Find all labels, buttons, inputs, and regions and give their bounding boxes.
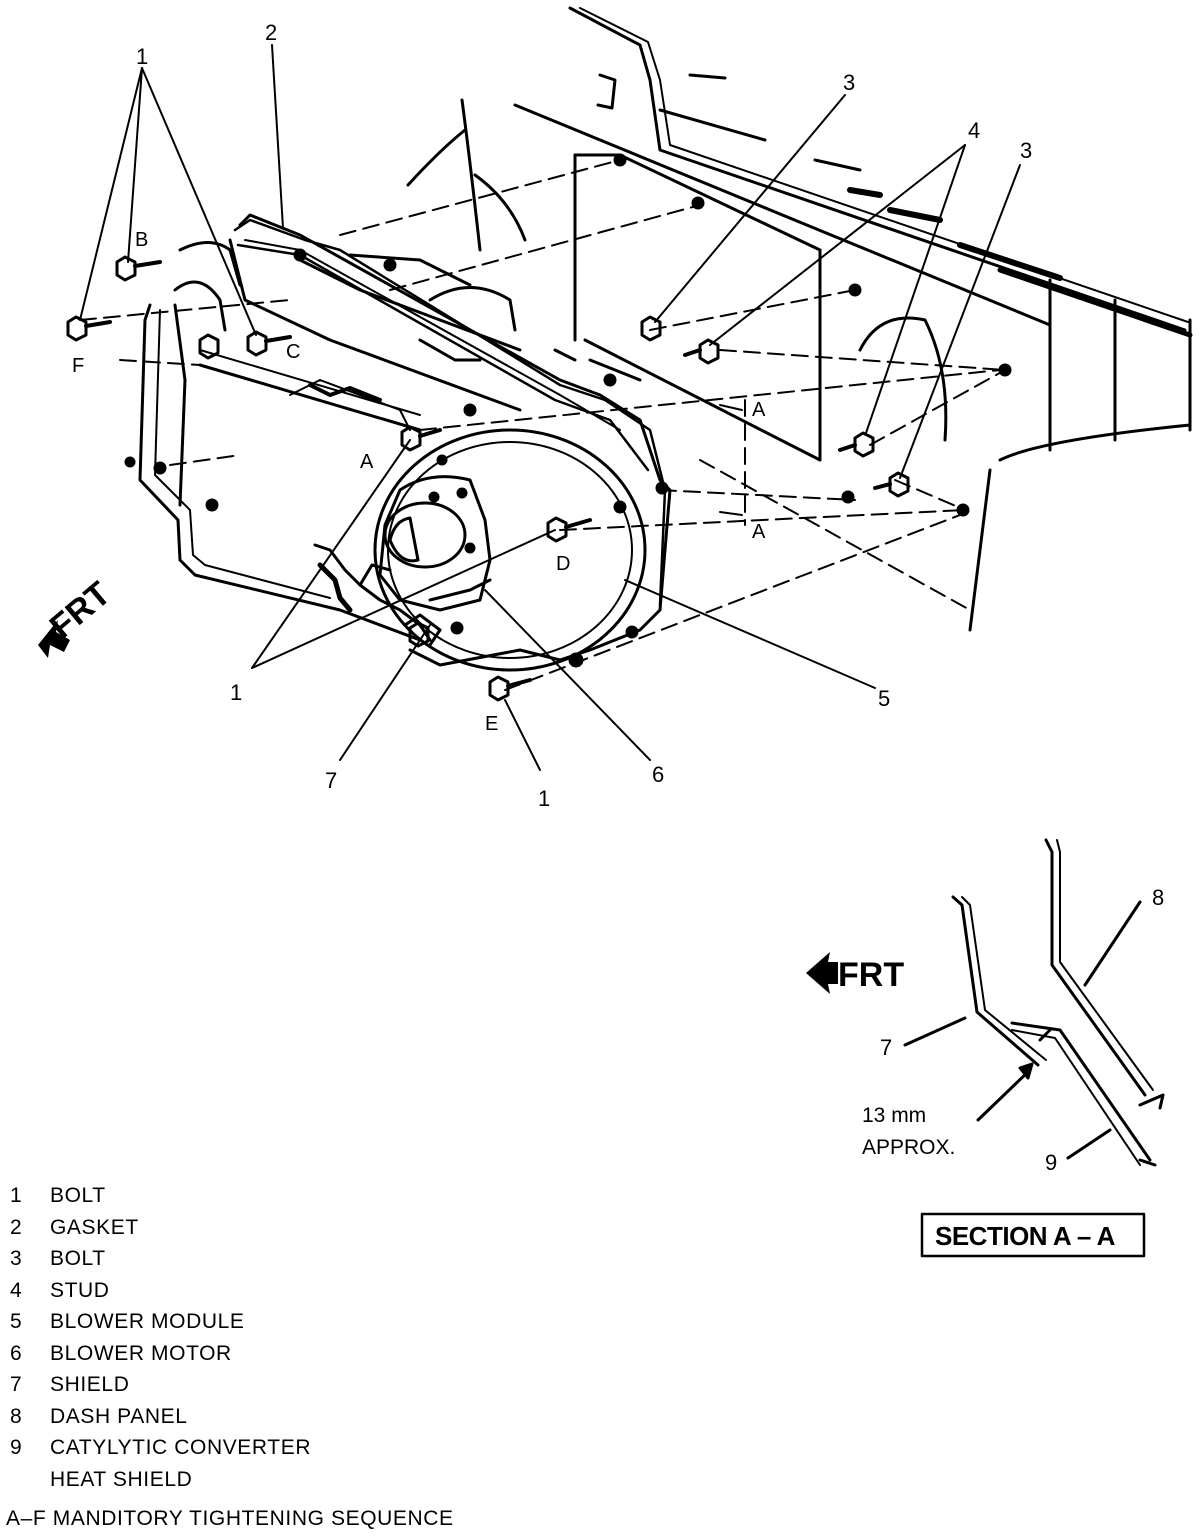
dash-panel-structure — [406, 6, 1193, 632]
blower-motor — [373, 428, 647, 672]
legend-number: 5 — [10, 1310, 22, 1333]
sequence-letter-d: D — [556, 553, 570, 575]
legend-number: 7 — [10, 1373, 22, 1396]
diagram-labels: 1 2 3 4 3 1 5 7 1 6 B F C A D E A A FRT … — [43, 20, 1165, 1251]
legend-item: 2 GASKET — [6, 1212, 526, 1244]
sequence-letter-c: C — [286, 341, 300, 363]
callout-6: 6 — [652, 762, 664, 787]
sequence-letter-b: B — [135, 229, 148, 251]
legend-label: GASKET — [50, 1215, 139, 1239]
callout-7: 7 — [325, 768, 337, 793]
legend-number: 8 — [10, 1404, 22, 1428]
legend-item: 8 DASH PANEL — [6, 1401, 526, 1433]
sequence-letter-a: A — [360, 451, 374, 473]
legend-label: BOLT — [50, 1247, 106, 1270]
section-callout-8: 8 — [1152, 885, 1164, 910]
callout-1-top: 1 — [136, 44, 148, 69]
callout-1-bottom: 1 — [538, 786, 550, 811]
gap-value: 13 mm — [862, 1104, 926, 1127]
sequence-letter-f: F — [72, 355, 84, 377]
fasteners — [66, 153, 1012, 702]
gap-note: APPROX. — [862, 1136, 955, 1159]
section-a-a-detail — [903, 838, 1165, 1167]
section-marker-a-lower: A — [752, 521, 766, 543]
section-callout-7: 7 — [880, 1035, 892, 1060]
callout-5: 5 — [878, 686, 890, 711]
frt-label-section: FRT — [838, 956, 904, 994]
legend-number: 3 — [10, 1247, 22, 1270]
callout-1-lower: 1 — [230, 680, 242, 705]
legend-item: 7 SHIELD — [6, 1369, 526, 1401]
legend-item: 3 BOLT — [6, 1243, 526, 1275]
legend-label: HEAT SHIELD — [50, 1467, 193, 1491]
section-marker-a-upper: A — [752, 399, 766, 421]
legend-label: CATYLYTIC CONVERTER — [50, 1436, 312, 1459]
legend-number — [6, 1464, 50, 1496]
tightening-sequence-note: A–F MANDITORY TIGHTENING SEQUENCE — [6, 1507, 454, 1530]
legend-number: 1 — [10, 1184, 22, 1207]
legend-label: DASH PANEL — [50, 1404, 188, 1428]
legend-item: 6 BLOWER MOTOR — [6, 1338, 526, 1370]
legend-number: 6 — [10, 1341, 22, 1365]
blower-module-housing — [138, 213, 672, 667]
legend-label: STUD — [50, 1278, 110, 1302]
legend-label: SHIELD — [50, 1373, 130, 1396]
legend-label: BLOWER MOTOR — [50, 1341, 232, 1365]
legend-number: 4 — [10, 1278, 22, 1302]
callout-4-top: 4 — [968, 118, 980, 143]
section-title-box — [920, 1212, 1146, 1258]
callout-3-right: 3 — [1020, 138, 1032, 163]
callout-2-top: 2 — [265, 20, 277, 45]
frt-arrow-section — [806, 952, 838, 994]
legend-number: 2 — [10, 1215, 22, 1239]
leader-lines — [79, 44, 1021, 771]
section-callout-9: 9 — [1045, 1150, 1057, 1175]
legend-item: 9 CATYLYTIC CONVERTER — [6, 1432, 526, 1464]
alignment-lines — [79, 159, 1006, 691]
legend-item: 4 STUD — [6, 1275, 526, 1307]
frt-arrow-main — [38, 620, 70, 658]
section-title: SECTION A – A — [935, 1221, 1116, 1251]
legend-label: BLOWER MODULE — [50, 1310, 245, 1333]
gasket — [233, 218, 667, 607]
legend-label: BOLT — [50, 1184, 106, 1207]
sequence-letter-e: E — [485, 713, 498, 735]
callout-3-top: 3 — [843, 70, 855, 95]
legend-item: 1 BOLT — [6, 1180, 526, 1212]
legend-item: HEAT SHIELD — [6, 1464, 526, 1496]
legend-item: 5 BLOWER MODULE — [6, 1306, 526, 1338]
legend-number: 9 — [10, 1436, 22, 1459]
